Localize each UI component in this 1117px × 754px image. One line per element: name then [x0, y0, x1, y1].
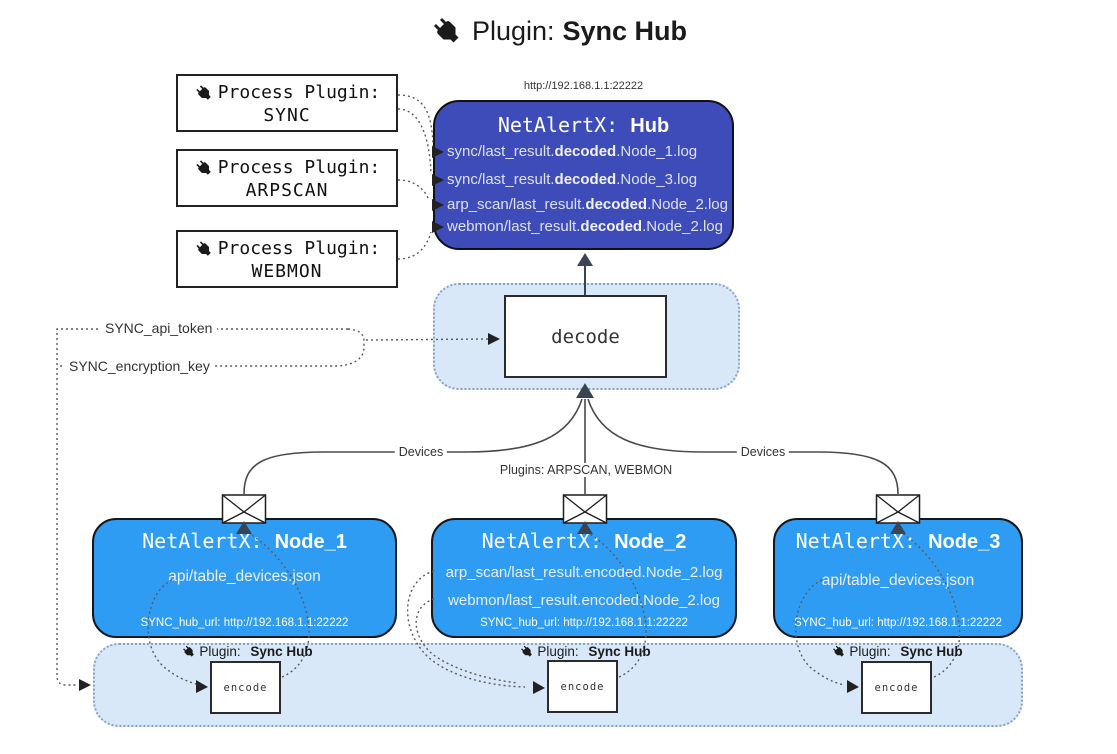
- plug-icon: [832, 644, 846, 659]
- decode-label: decode: [551, 325, 620, 348]
- process-plugin-label: Process Plugin:: [217, 238, 381, 259]
- plug-icon: [194, 83, 213, 102]
- title-bold: Sync Hub: [562, 15, 688, 46]
- hub-log-line: webmon/last_result.decoded.Node_2.log: [447, 218, 723, 235]
- encoder1-label: Plugin: Sync Hub: [181, 644, 313, 659]
- plugins-mid-label: Plugins: ARPSCAN, WEBMON: [495, 463, 677, 477]
- sync-encryption-key-label: SYNC_encryption_key: [64, 358, 215, 374]
- node3-hub-url: SYNC_hub_url: http://192.168.1.1:22222: [794, 617, 1002, 629]
- page-title: Plugin: Sync Hub: [0, 14, 1117, 48]
- encoder2-label: Plugin: Sync Hub: [519, 644, 651, 659]
- process-plugin-arpscan-box: Process Plugin: ARPSCAN: [176, 149, 398, 207]
- process-plugin-label: Process Plugin:: [217, 157, 381, 178]
- process-plugin-name: ARPSCAN: [245, 180, 329, 201]
- hub-title-bold: Hub: [630, 115, 670, 137]
- encoder3-label: Plugin: Sync Hub: [831, 644, 963, 659]
- node3-title: NetAlertX: Node_3: [795, 529, 1001, 553]
- plugin-to-hub-connectors: [397, 94, 434, 260]
- node2-file: arp_scan/last_result.encoded.Node_2.log: [445, 564, 723, 581]
- process-plugin-name: WEBMON: [251, 261, 323, 282]
- plug-icon: [520, 644, 534, 659]
- devices-right-label: Devices: [736, 445, 790, 459]
- encode1-box: encode: [210, 661, 281, 714]
- plug-icon: [431, 15, 462, 47]
- encode3-box: encode: [861, 661, 932, 714]
- decode-box: decode: [504, 295, 667, 378]
- node2-hub-url: SYNC_hub_url: http://192.168.1.1:22222: [480, 617, 688, 629]
- node2-box: NetAlertX: Node_2 arp_scan/last_result.e…: [431, 518, 737, 638]
- process-plugin-sync-box: Process Plugin: SYNC: [176, 74, 398, 132]
- sync-api-token-label: SYNC_api_token: [100, 320, 218, 336]
- node2-file: webmon/last_result.encoded.Node_2.log: [448, 592, 720, 609]
- hub-log-line: sync/last_result.decoded.Node_3.log: [447, 171, 698, 188]
- hub-box: NetAlertX: Hub sync/last_result.decoded.…: [433, 100, 734, 250]
- node2-title: NetAlertX: Node_2: [481, 529, 687, 553]
- node1-hub-url: SYNC_hub_url: http://192.168.1.1:22222: [140, 617, 349, 629]
- node-fan-lines: [243, 398, 899, 495]
- devices-left-label: Devices: [394, 445, 448, 459]
- node1-file: api/table_devices.json: [168, 568, 321, 585]
- node3-file: api/table_devices.json: [821, 572, 975, 589]
- plug-icon: [194, 239, 213, 258]
- process-plugin-label: Process Plugin:: [217, 82, 381, 103]
- title-label: Plugin:: [471, 15, 555, 46]
- hub-title: NetAlertX: Hub: [435, 113, 732, 138]
- hub-log-line: arp_scan/last_result.decoded.Node_2.log: [447, 196, 728, 213]
- encode2-box: encode: [547, 660, 618, 713]
- hub-url: http://192.168.1.1:22222: [523, 80, 644, 92]
- hub-title-prefix: NetAlertX:: [497, 113, 619, 137]
- process-plugin-name: SYNC: [263, 105, 311, 126]
- hub-log-line: sync/last_result.decoded.Node_1.log: [447, 143, 698, 160]
- process-plugin-webmon-box: Process Plugin: WEBMON: [176, 230, 398, 288]
- plug-icon: [182, 644, 196, 659]
- node1-title: NetAlertX: Node_1: [142, 529, 347, 553]
- node3-box: NetAlertX: Node_3 api/table_devices.json…: [773, 518, 1023, 638]
- node1-box: NetAlertX: Node_1 api/table_devices.json…: [92, 518, 397, 638]
- plug-icon: [194, 158, 213, 177]
